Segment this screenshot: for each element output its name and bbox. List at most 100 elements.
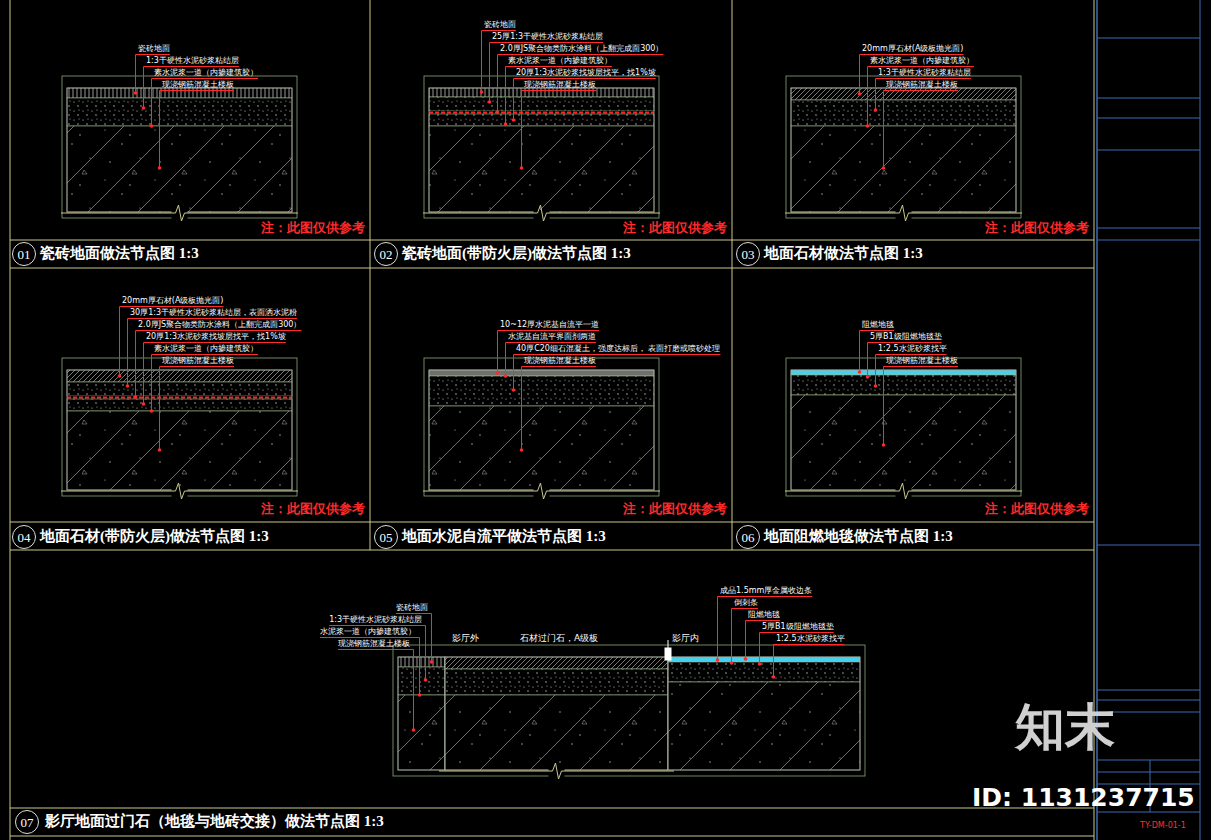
leader-dot: [512, 118, 516, 122]
callout-label: 1:2.5水泥砂浆找平: [776, 634, 845, 643]
frame-line: [732, 0, 733, 550]
leader-line: [338, 650, 414, 731]
frame-line: [370, 0, 371, 550]
callout-label: 阻燃地毯: [862, 320, 894, 329]
mortar-layer: [429, 376, 654, 406]
section-outline: [791, 370, 1016, 490]
callout-label: 阻燃地毯: [748, 610, 780, 619]
carpet-layer: [791, 370, 1016, 375]
leader-dot: [874, 384, 878, 388]
stone-layer: [67, 370, 292, 382]
mortar-layer: [67, 98, 292, 126]
detail-frame: [424, 358, 659, 496]
detail-title: 瓷砖地面做法节点图 1:3: [40, 245, 199, 262]
leader-dot: [882, 443, 886, 447]
detail-frame: [424, 76, 659, 218]
leader-dot: [412, 728, 416, 732]
leader-dot: [758, 662, 762, 666]
metal-edge-strip: [668, 640, 669, 648]
waterproof-layer: [67, 396, 292, 399]
leader-dot: [118, 374, 122, 378]
mortar-layer: [429, 114, 654, 126]
concrete-slab: [668, 682, 860, 770]
reference-note: 注：此图仅供参考: [985, 221, 1089, 235]
section-outline: [67, 88, 292, 212]
concrete-slab: [791, 126, 1016, 212]
callout-number: 07: [21, 816, 34, 829]
leader-dot: [134, 91, 138, 95]
leader-dot: [504, 374, 508, 378]
frame-line: [10, 0, 11, 840]
callout-label: 瓷砖地面: [138, 44, 170, 53]
area-label: 影厅内: [672, 634, 699, 644]
reference-note: 注：此图仅供参考: [261, 502, 365, 516]
callout-label: 20厚1:3水泥砂浆找坡层找平，找1%坡: [146, 332, 286, 341]
detail-number-circle: 02: [374, 242, 398, 266]
title-block-line: [1097, 98, 1200, 99]
concrete-slab: [791, 395, 1016, 490]
leader-line: [884, 91, 959, 169]
concrete-slab: [445, 695, 668, 770]
break-line: [423, 205, 660, 221]
callout-number: 03: [742, 248, 755, 261]
callout-number: 06: [742, 531, 755, 544]
break-line: [785, 483, 1022, 499]
leader-dot: [480, 90, 484, 94]
leader-dot: [520, 448, 524, 452]
title-block-line: [1097, 150, 1200, 151]
callout-label: 30厚1:3干硬性水泥砂浆粘结层，表面洒水泥粉: [130, 308, 297, 317]
leader-dot: [504, 122, 508, 126]
leader-line: [522, 91, 597, 169]
callout-label: 20mm厚石材(A级板抛光面): [122, 296, 223, 305]
leader-line: [152, 79, 259, 127]
frame-line: [10, 240, 1094, 241]
callout-number: 04: [18, 531, 31, 544]
leader-line: [144, 343, 286, 405]
section-outline: [791, 88, 1016, 212]
leader-line: [498, 55, 664, 113]
callout-label: 倒刺条: [734, 598, 758, 607]
leader-dot: [424, 678, 428, 682]
watermark-id: ID: 1131237715: [972, 784, 1195, 812]
material-label: 石材过门石，A级板: [520, 634, 598, 644]
section-outline: [668, 657, 860, 770]
leader-dot: [126, 384, 130, 388]
frame-line: [10, 522, 1094, 523]
detail-frame: [62, 76, 297, 218]
leader-line: [522, 367, 597, 451]
callout-label: 现浇钢筋混凝土楼板: [524, 356, 596, 365]
detail-title: 瓷砖地面(带防火层)做法节点图 1:3: [402, 245, 631, 262]
callout-label: 现浇钢筋混凝土楼板: [338, 639, 410, 648]
callout-label: 20厚1:3水泥砂浆找坡层找平，找1%坡: [516, 68, 656, 77]
leader-line: [884, 367, 959, 446]
title-block-line: [1097, 228, 1200, 229]
waterproof-layer: [67, 397, 292, 399]
frame-line: [10, 836, 1094, 837]
leader-line: [774, 645, 845, 678]
detail-title: 地面水泥自流平做法节点图 1:3: [402, 528, 606, 545]
mortar-layer: [445, 669, 668, 695]
section-outline: [67, 370, 292, 490]
callout-label: 5厚B1级阻燃地毯垫: [762, 622, 834, 631]
detail-frame: [786, 76, 1021, 218]
callout-label: 现浇钢筋混凝土楼板: [162, 80, 234, 89]
leader-line: [136, 331, 302, 398]
frame-line: [10, 268, 1094, 269]
break-line: [61, 205, 298, 221]
frame-line: [10, 808, 1094, 809]
leader-dot: [866, 124, 870, 128]
break-line: [423, 483, 660, 499]
leader-line: [320, 638, 420, 696]
title-block-line: [1097, 545, 1200, 546]
concrete-slab: [67, 411, 292, 490]
concrete-slab: [67, 126, 292, 212]
leader-dot: [866, 375, 870, 379]
waterproof-layer: [429, 112, 654, 114]
title-block-line: [1097, 38, 1200, 39]
leader-dot: [488, 100, 492, 104]
concrete-slab: [429, 126, 654, 212]
level-layer: [429, 370, 654, 376]
callout-label: 1:2.5水泥砂浆找平: [878, 344, 947, 353]
